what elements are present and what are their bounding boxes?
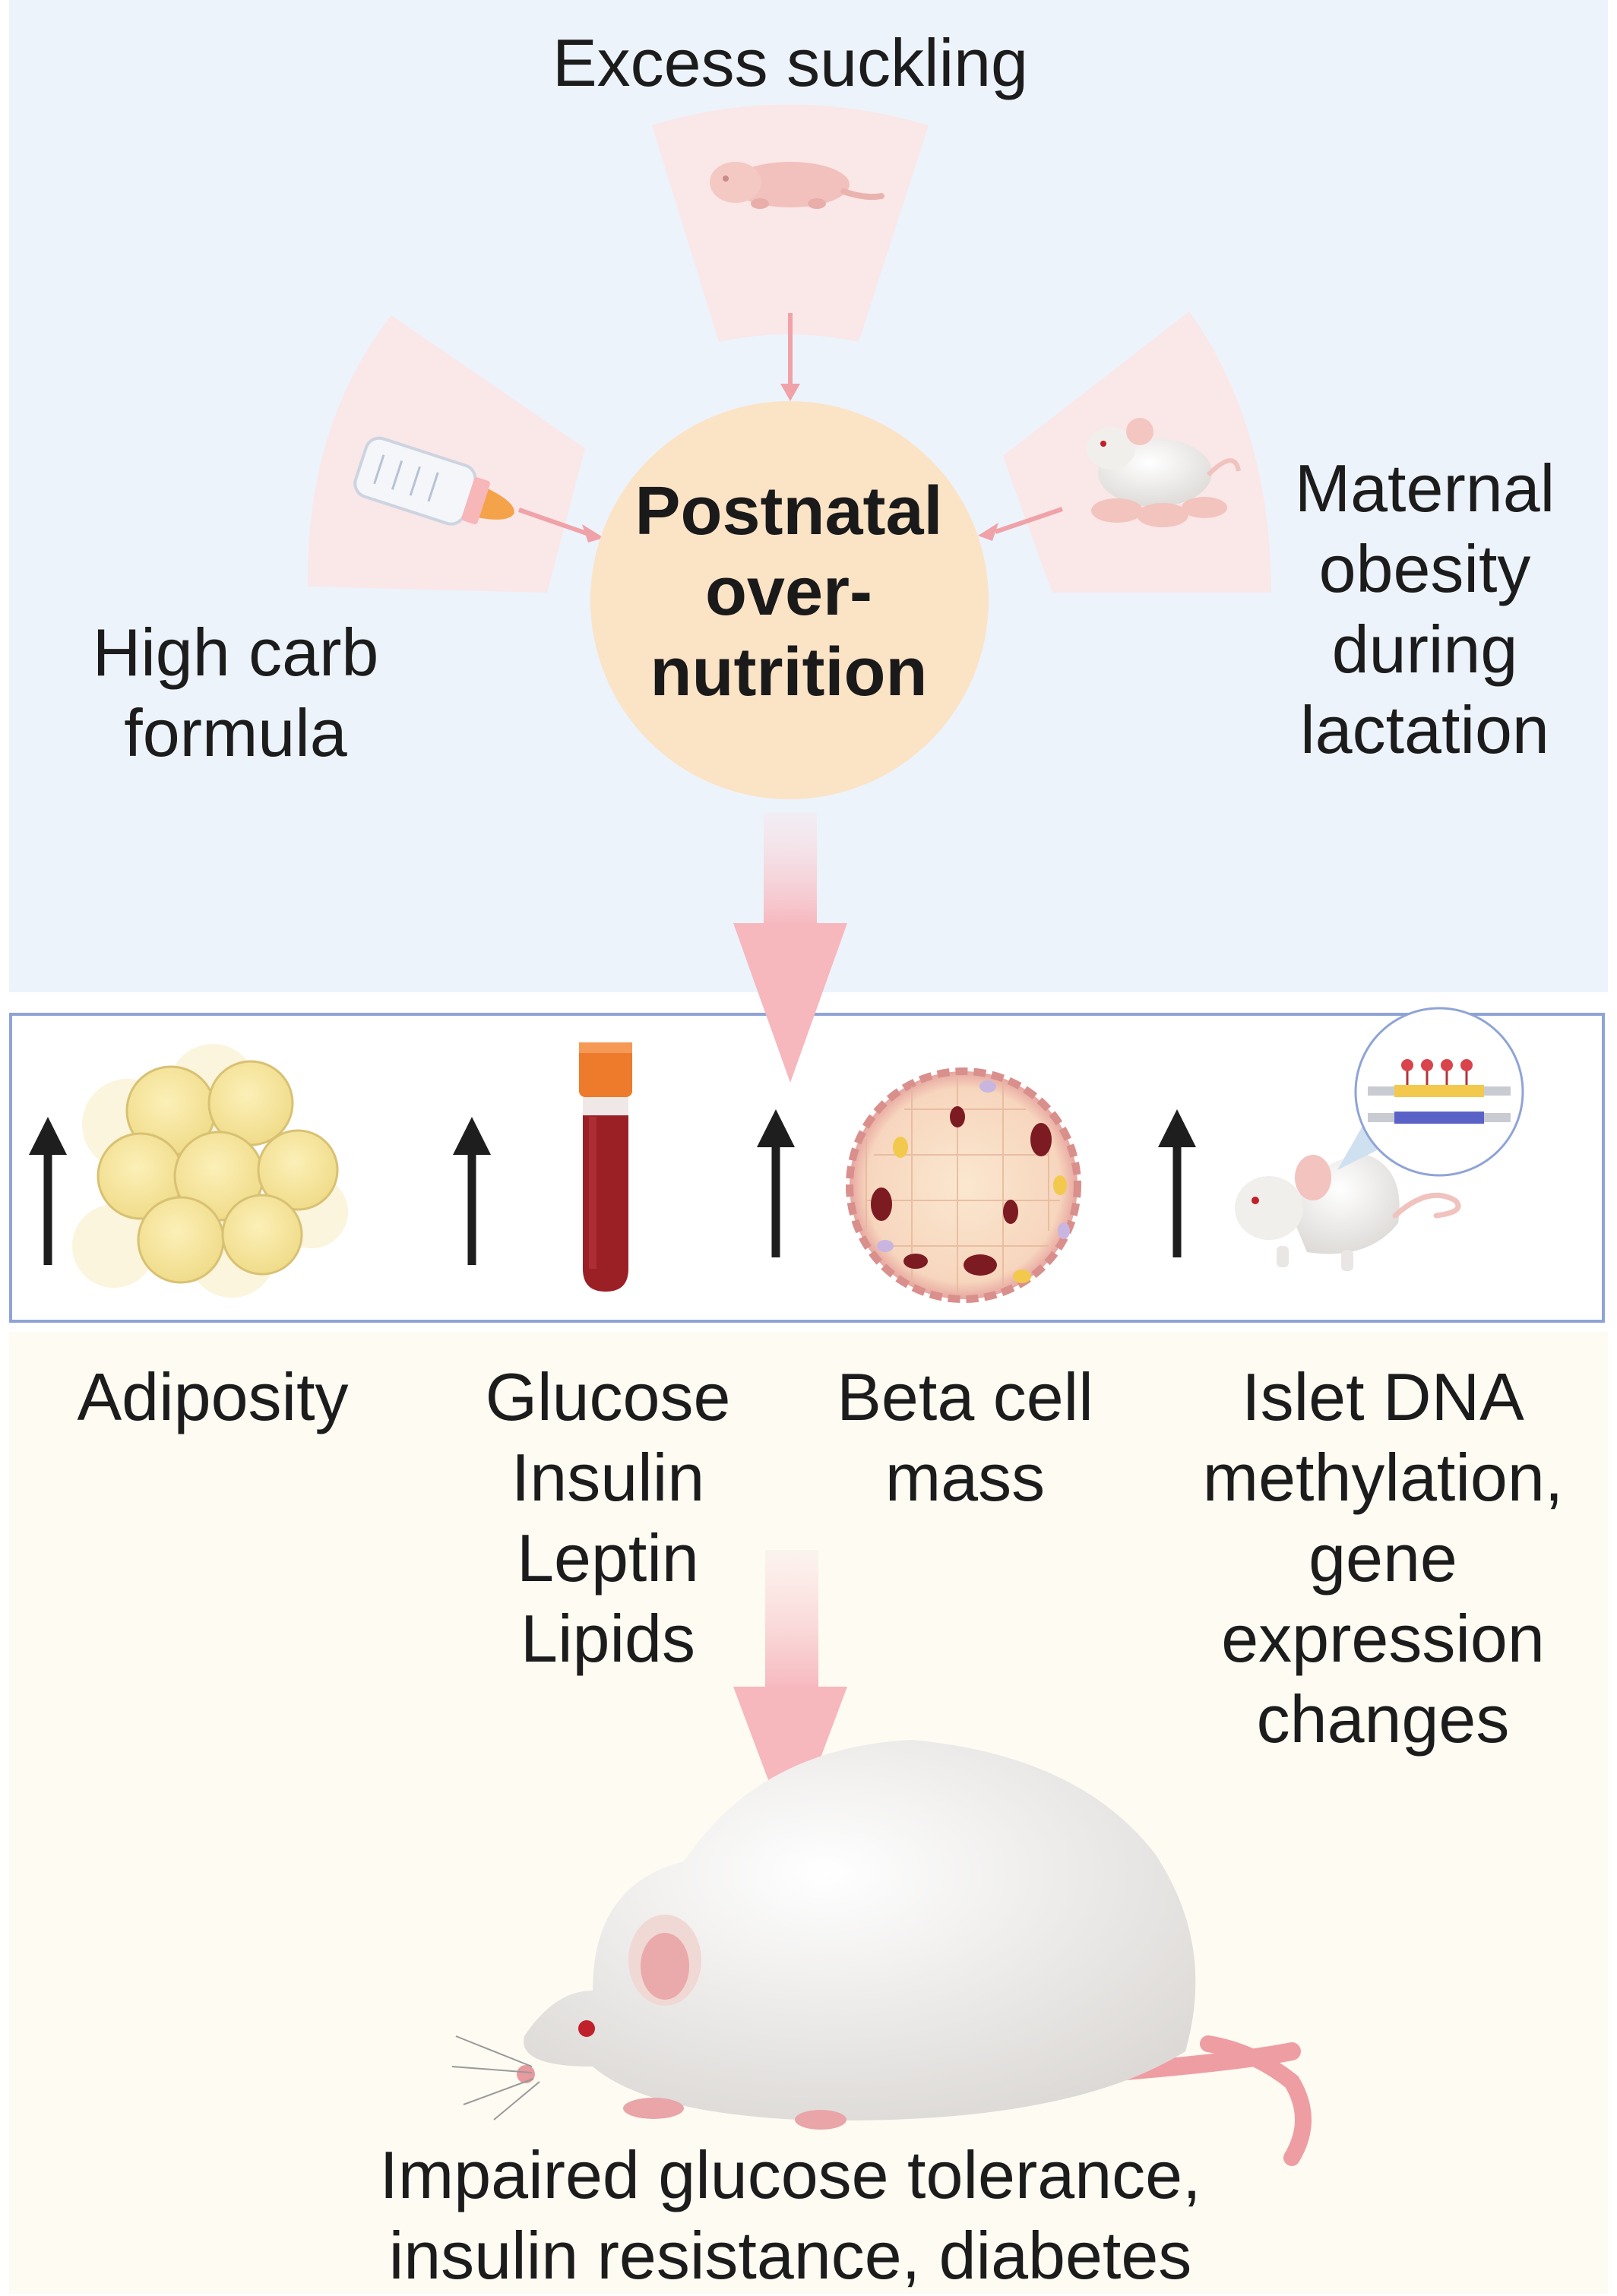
- excess-suckling-arrow: [780, 313, 800, 401]
- up-arrow-icon: [29, 1117, 67, 1265]
- postnatal-overnutrition-label: Postnatal over- nutrition: [634, 473, 943, 710]
- mouse-icon: [1235, 1155, 1461, 1271]
- high-carb-label: High carb formula: [92, 615, 379, 770]
- up-arrow-icon: [1158, 1109, 1196, 1257]
- big-arrow-bottom: [733, 1550, 847, 1839]
- pup-icon: [710, 162, 884, 209]
- high-carb-arrow: [518, 508, 604, 542]
- dna-methylation-icon: [1337, 1007, 1524, 1177]
- excess-suckling-wedge: [652, 104, 929, 342]
- outcome-label: Impaired glucose tolerance, insulin resi…: [379, 2137, 1201, 2293]
- up-arrow-icon: [453, 1117, 491, 1265]
- high-carb-wedge: [307, 315, 585, 593]
- mother-mouse-icon: [1087, 418, 1241, 527]
- center-circle: [590, 401, 989, 799]
- up-arrow-icon: [757, 1109, 795, 1257]
- big-arrow-top: [733, 813, 847, 1083]
- maternal-arrow: [978, 507, 1063, 541]
- blood-tube-icon: [579, 1042, 632, 1292]
- beta-cell-mass-label: Beta cell mass: [837, 1359, 1093, 1515]
- circulating-factors-label: Glucose Insulin Leptin Lipids: [485, 1359, 731, 1676]
- obese-mouse-icon: [451, 1740, 1312, 2166]
- adiposity-label: Adiposity: [77, 1359, 349, 1434]
- excess-suckling-label: Excess suckling: [552, 25, 1028, 100]
- fat-cells-icon: [72, 1044, 348, 1298]
- islet-dna-label: Islet DNA methylation, gene expression c…: [1202, 1359, 1564, 1757]
- maternal-obesity-label: Maternal obesity during lactation: [1294, 451, 1555, 767]
- islet-icon: [846, 1067, 1081, 1303]
- baby-bottle-icon: [353, 436, 514, 526]
